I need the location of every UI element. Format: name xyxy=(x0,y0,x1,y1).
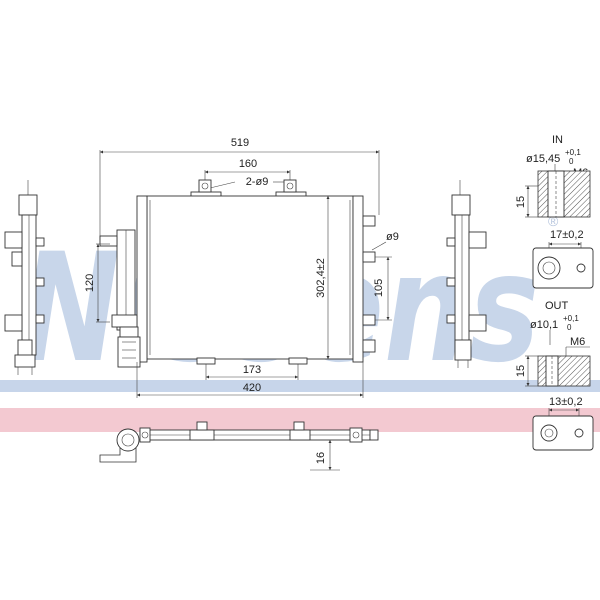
dim-width-total: 519 xyxy=(231,137,249,149)
right-tank xyxy=(352,195,364,363)
dim-side-height: 120 xyxy=(84,274,96,292)
outlet-width: 13±0,2 xyxy=(549,396,583,408)
outlet-tol-plus: +0,1 xyxy=(563,314,579,323)
dim-core-height: 302,4±2 xyxy=(315,258,327,298)
right-side-view xyxy=(446,180,487,368)
dim-bracket-holes: 2-ø9 xyxy=(246,176,269,188)
dim-thickness: 16 xyxy=(315,452,327,464)
outlet-height: 15 xyxy=(515,365,527,377)
top-view: 16 xyxy=(99,421,379,471)
dim-hole-dia: ø9 xyxy=(386,231,399,243)
dim-right-height: 105 xyxy=(373,279,385,297)
left-side-view xyxy=(4,180,45,375)
outlet-thread: M6 xyxy=(570,336,585,348)
inlet-width: 17±0,2 xyxy=(550,229,584,241)
dim-bracket-spacing: 160 xyxy=(239,158,257,170)
inlet-label: IN xyxy=(552,134,563,146)
left-tank xyxy=(136,195,148,363)
watermark-band-blue xyxy=(0,380,600,392)
inlet-tol-zero: 0 xyxy=(569,157,574,166)
inlet-detail: IN ø15,45 +0,1 0 M6 15 17±0,2 xyxy=(515,134,594,289)
outlet-face xyxy=(532,415,594,451)
condenser-core xyxy=(146,195,354,360)
outlet-detail: OUT ø10,1 +0,1 0 M6 15 13±0,2 xyxy=(515,300,594,451)
inlet-diameter: ø15,45 xyxy=(526,153,560,165)
dim-core-width: 420 xyxy=(243,382,261,394)
watermark-reg-mark: ® xyxy=(548,213,559,229)
dim-bottom-spacing: 173 xyxy=(243,364,261,376)
outlet-diameter: ø10,1 xyxy=(530,319,558,331)
outlet-tol-zero: 0 xyxy=(567,323,572,332)
inlet-height: 15 xyxy=(515,196,527,208)
inlet-tol-plus: +0,1 xyxy=(565,148,581,157)
front-view: 519 160 2-ø9 120 xyxy=(84,137,399,398)
outlet-label: OUT xyxy=(545,300,569,312)
